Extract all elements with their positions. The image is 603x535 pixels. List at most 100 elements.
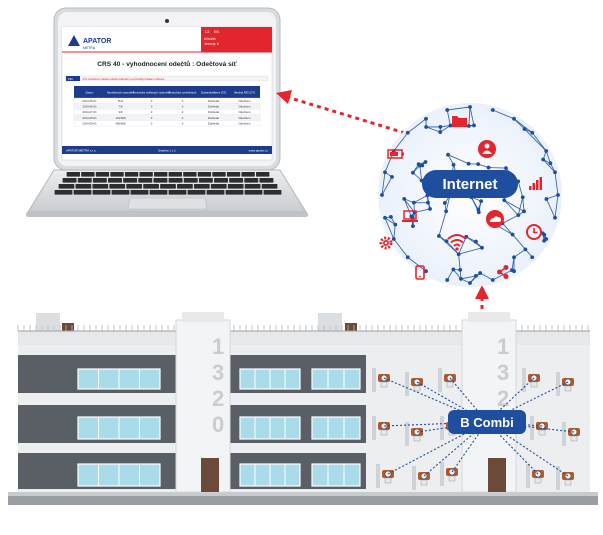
network-node (391, 237, 396, 241)
keyboard-key[interactable] (73, 190, 92, 195)
network-link (546, 194, 559, 200)
filter-text: Pro zobrazení detailu odečtu klikněte na… (83, 77, 165, 81)
keyboard-key[interactable] (241, 172, 255, 177)
keyboard-key[interactable] (109, 184, 126, 189)
keyboard-key[interactable] (75, 184, 92, 189)
keyboard-key[interactable] (263, 190, 282, 195)
table-row[interactable] (73, 109, 261, 115)
keyboard-key[interactable] (92, 190, 111, 195)
keyboard-key[interactable] (214, 178, 228, 183)
table-row[interactable] (73, 97, 261, 104)
network-node (411, 170, 415, 175)
keyboard-key[interactable] (198, 178, 213, 183)
keyboard-key[interactable] (62, 178, 77, 183)
keyboard-key[interactable] (149, 190, 168, 195)
entrance-door (488, 458, 506, 492)
network-link (407, 256, 427, 272)
keyboard-key[interactable] (108, 178, 122, 183)
table-header-cell: Datum (86, 91, 94, 95)
lang-cz[interactable]: CZ (205, 30, 211, 34)
keyboard-key[interactable] (177, 184, 193, 189)
keyboard-key[interactable] (168, 172, 182, 177)
keyboard-key[interactable] (187, 190, 206, 195)
keyboard-key[interactable] (197, 172, 212, 177)
network-node (442, 201, 447, 205)
network-link (413, 194, 428, 204)
network-node (472, 123, 476, 128)
keyboard-key[interactable] (110, 172, 124, 177)
keyboard-key[interactable] (160, 184, 176, 189)
network-node (556, 193, 560, 197)
keyboard-key[interactable] (244, 184, 261, 189)
table-row[interactable] (73, 103, 261, 110)
radio-module (530, 381, 538, 388)
keyboard-key[interactable] (229, 178, 244, 183)
table-cell: 0 (151, 99, 153, 103)
keyboard-key[interactable] (130, 190, 149, 195)
keyboard-key[interactable] (226, 172, 241, 177)
network-node (544, 237, 549, 241)
keyboard-key[interactable] (259, 178, 274, 183)
keyboard-key[interactable] (58, 184, 75, 189)
keyboard-key[interactable] (139, 172, 153, 177)
keyboard-key[interactable] (81, 172, 95, 177)
pipe (440, 462, 444, 486)
keyboard-key[interactable] (138, 178, 153, 183)
network-node (510, 232, 515, 237)
keyboard-key[interactable] (153, 178, 168, 183)
pipe (526, 464, 530, 488)
keyboard-key[interactable] (154, 172, 168, 177)
keyboard-key[interactable] (168, 190, 187, 195)
keyboard-key[interactable] (256, 172, 270, 177)
keyboard-key[interactable] (227, 184, 244, 189)
network-link (513, 248, 526, 258)
network-node (478, 271, 483, 275)
keyboard-key[interactable] (206, 190, 225, 195)
table-cell: 101/608 (115, 116, 126, 120)
keyboard-key[interactable] (123, 178, 138, 183)
network-node (458, 267, 463, 272)
table-header-cell: Chyba/dohlášení (OT) (201, 91, 227, 95)
network-node (474, 239, 478, 244)
pipe (405, 422, 409, 446)
table-cell: 0 (182, 110, 184, 114)
table-cell: 0 (182, 105, 184, 109)
keyboard-key[interactable] (77, 178, 92, 183)
table-cell: Dohledat (208, 121, 219, 125)
keyboard-key[interactable] (183, 172, 197, 177)
keyboard-key[interactable] (66, 172, 80, 177)
keyboard-key[interactable] (210, 184, 227, 189)
radio-module (380, 381, 388, 388)
lang-en[interactable]: EN (214, 30, 219, 34)
keyboard-key[interactable] (54, 190, 73, 195)
keyboard-key[interactable] (244, 190, 263, 195)
keyboard-key[interactable] (126, 184, 143, 189)
table-row[interactable] (73, 114, 261, 121)
keyboard-key[interactable] (261, 184, 278, 189)
keyboard-key[interactable] (143, 184, 159, 189)
keyboard-key[interactable] (212, 172, 226, 177)
building-number-digit: 2 (497, 386, 509, 411)
network-node (473, 273, 478, 278)
keyboard-key[interactable] (244, 178, 259, 183)
network-node (479, 199, 484, 204)
user-line-2: Jmenný: 6 (204, 42, 219, 46)
network-node (512, 116, 516, 121)
keyboard-key[interactable] (193, 184, 210, 189)
keyboard-key[interactable] (111, 190, 130, 195)
keyboard-key[interactable] (183, 178, 198, 183)
network-node (393, 222, 398, 227)
keyboard-key[interactable] (95, 172, 110, 177)
keyboard-key[interactable] (225, 190, 244, 195)
keyboard-key[interactable] (92, 184, 109, 189)
roof-railing (17, 325, 308, 332)
keyboard-key[interactable] (92, 178, 107, 183)
pipe (522, 368, 526, 392)
trackpad[interactable] (127, 197, 208, 210)
keyboard-key[interactable] (124, 172, 139, 177)
network-node (468, 105, 472, 109)
table-row[interactable] (73, 120, 261, 127)
keyboard-key[interactable] (168, 178, 183, 183)
laptop: APATOR METRA CZ EN Uživatel: Jmenný: 6 C… (26, 7, 308, 217)
